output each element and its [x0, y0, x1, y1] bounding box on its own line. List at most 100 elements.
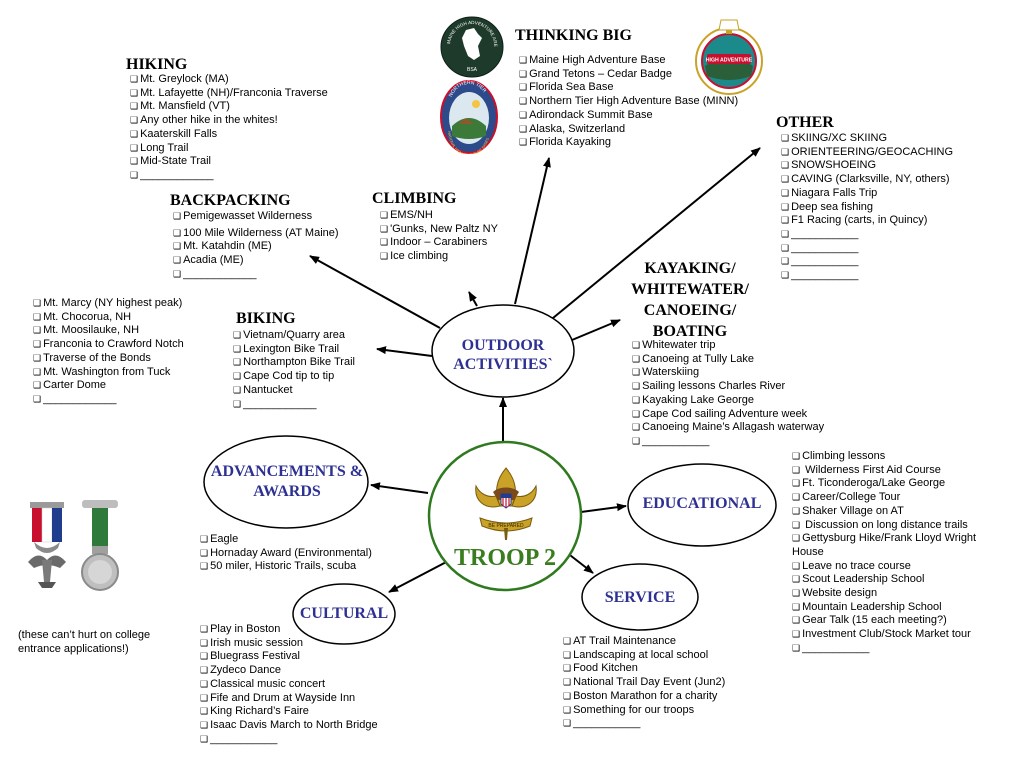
- list-item: ❑Classical music concert: [200, 677, 325, 690]
- list-item: ❑EMS/NH: [380, 209, 433, 221]
- list-item: ❑Any other hike in the whites!: [130, 114, 278, 127]
- list-item: ❑Grand Tetons – Cedar Badge: [519, 67, 672, 80]
- list-item: ❑Niagara Falls Trip: [781, 186, 878, 199]
- checkbox-icon: ❑: [792, 451, 801, 461]
- checkbox-icon: ❑: [233, 371, 242, 382]
- checkbox-icon: ❑: [130, 87, 139, 98]
- checkbox-icon: ❑: [792, 533, 801, 544]
- list-item: ❑Irish music session: [200, 636, 303, 649]
- list-item: ❑Northern Tier High Adventure Base (MINN…: [519, 95, 739, 108]
- checkbox-icon: ❑: [563, 704, 572, 715]
- checkbox-icon: ❑: [792, 574, 801, 585]
- checkbox-icon: ❑: [33, 393, 42, 404]
- advancements-ellipse: [203, 435, 369, 529]
- list-item: ❑Gear Talk (15 each meeting?): [792, 614, 947, 627]
- arrow-to-advancements: [370, 482, 429, 494]
- list-item: ❑Canoeing Maine’s Allagash waterway: [632, 421, 825, 434]
- checkbox-icon: ❑: [33, 366, 42, 377]
- checkbox-icon: ❑: [200, 534, 209, 544]
- list-item: ❑Traverse of the Bonds: [33, 351, 151, 364]
- list-item: ❑Florida Kayaking: [519, 136, 612, 149]
- list-item: ❑___________: [781, 227, 859, 240]
- checkbox-icon: ❑: [130, 115, 139, 126]
- checkbox-icon: ❑: [380, 223, 389, 234]
- checkbox-icon: ❑: [563, 690, 572, 701]
- checkbox-icon: ❑: [792, 642, 801, 653]
- biking-heading: BIKING: [236, 310, 296, 327]
- checkbox-icon: ❑: [233, 398, 242, 409]
- checkbox-icon: ❑: [563, 718, 572, 729]
- troop-circle: [427, 440, 583, 592]
- checkbox-icon: ❑: [200, 547, 209, 558]
- checkbox-icon: ❑: [792, 629, 801, 640]
- checkbox-icon: ❑: [632, 367, 641, 378]
- climbing-heading: CLIMBING: [372, 190, 457, 207]
- checkbox-icon: ❑: [130, 101, 139, 112]
- checkbox-icon: ❑: [200, 719, 209, 730]
- arrow-to-biking: [376, 346, 433, 357]
- list-item: ❑____________: [233, 397, 317, 410]
- checkbox-icon: ❑: [792, 615, 801, 626]
- outdoor-activities-label: OUTDOOR ACTIVITIES`: [453, 337, 553, 373]
- list-item: ❑Career/College Tour: [792, 491, 901, 504]
- list-item: ❑SKIING/XC SKIING: [781, 132, 888, 144]
- list-item: ❑Eagle: [200, 533, 239, 545]
- list-item: ❑Mid-State Trail: [130, 155, 211, 168]
- list-item: ❑Climbing lessons: [792, 450, 886, 462]
- checkbox-icon: ❑: [632, 408, 641, 419]
- checkbox-icon: ❑: [380, 237, 389, 248]
- list-item: ❑Adirondack Summit Base: [519, 108, 653, 121]
- biking-list: ❑Vietnam/Quarry area ❑Lexington Bike Tra…: [233, 329, 355, 411]
- checkbox-icon: ❑: [233, 343, 242, 354]
- other-list: ❑SKIING/XC SKIING ❑ORIENTEERING/GEOCACHI…: [781, 132, 953, 283]
- checkbox-icon: ❑: [200, 678, 209, 689]
- list-item: ❑___________: [792, 641, 870, 654]
- northern-tier-patch-icon: NORTHERN TIER NATIONAL HIGH ADVENTURE BA…: [440, 80, 498, 154]
- kayaking-list: ❑Whitewater trip ❑Canoeing at Tully Lake…: [632, 339, 824, 449]
- list-item: ❑Mt. Chocorua, NH: [33, 310, 132, 323]
- list-item: ❑Ice climbing: [380, 250, 449, 263]
- list-item: ❑Franconia to Crawford Notch: [33, 338, 184, 351]
- list-item: ❑Alaska, Switzerland: [519, 122, 626, 135]
- award-medals-icon: [28, 500, 119, 591]
- arrow-to-educational: [580, 503, 627, 513]
- list-item: ❑ Discussion on long distance trails: [792, 518, 968, 531]
- list-item: ❑Pemigewasset Wilderness: [173, 210, 313, 222]
- checkbox-icon: ❑: [200, 637, 209, 648]
- list-item: ❑Kayaking Lake George: [632, 393, 754, 406]
- checkbox-icon: ❑: [33, 298, 42, 308]
- list-item: ❑Deep sea fishing: [781, 200, 874, 213]
- hiking-extra-list: ❑Mt. Marcy (NY highest peak) ❑Mt. Chocor…: [33, 297, 184, 407]
- checkbox-icon: ❑: [380, 251, 389, 262]
- list-item: ❑Carter Dome: [33, 379, 107, 392]
- list-item: ❑Zydeco Dance: [200, 664, 282, 677]
- checkbox-icon: ❑: [233, 384, 242, 395]
- list-item: ❑Waterskiing: [632, 366, 700, 379]
- list-item: ❑National Trail Day Event (Jun2): [563, 676, 726, 689]
- checkbox-icon: ❑: [33, 352, 42, 363]
- educational-list: ❑Climbing lessons ❑ Wilderness First Aid…: [792, 450, 997, 656]
- list-item: ❑Sailing lessons Charles River: [632, 380, 786, 393]
- checkbox-icon: ❑: [632, 435, 641, 446]
- checkbox-icon: ❑: [130, 156, 139, 167]
- checkbox-icon: ❑: [792, 505, 801, 516]
- maine-high-adventure-patch-icon: MAINE HIGH ADVENTURE AREA BSA: [440, 16, 504, 78]
- checkbox-icon: ❑: [792, 601, 801, 612]
- arrow-to-kayaking: [571, 319, 621, 341]
- list-item: ❑Whitewater trip: [632, 339, 716, 351]
- list-item: ❑ Wilderness First Aid Course: [792, 463, 941, 476]
- checkbox-icon: ❑: [781, 146, 790, 157]
- checkbox-icon: ❑: [233, 357, 242, 368]
- college-note: (these can’t hurt on college entrance ap…: [18, 629, 151, 655]
- checkbox-icon: ❑: [632, 340, 641, 350]
- list-item: ❑Hornaday Award (Environmental): [200, 546, 372, 559]
- list-item: ❑Lexington Bike Trail: [233, 342, 340, 355]
- list-item: ❑Long Trail: [130, 141, 189, 154]
- arrow-to-climbing: [468, 291, 478, 307]
- list-item: ❑Scout Leadership School: [792, 573, 925, 586]
- list-item: ❑50 miler, Historic Trails, scuba: [200, 560, 357, 573]
- checkbox-icon: ❑: [563, 677, 572, 688]
- checkbox-icon: ❑: [173, 241, 182, 252]
- svg-text:BE PREPARED: BE PREPARED: [488, 523, 524, 529]
- checkbox-icon: ❑: [792, 588, 801, 599]
